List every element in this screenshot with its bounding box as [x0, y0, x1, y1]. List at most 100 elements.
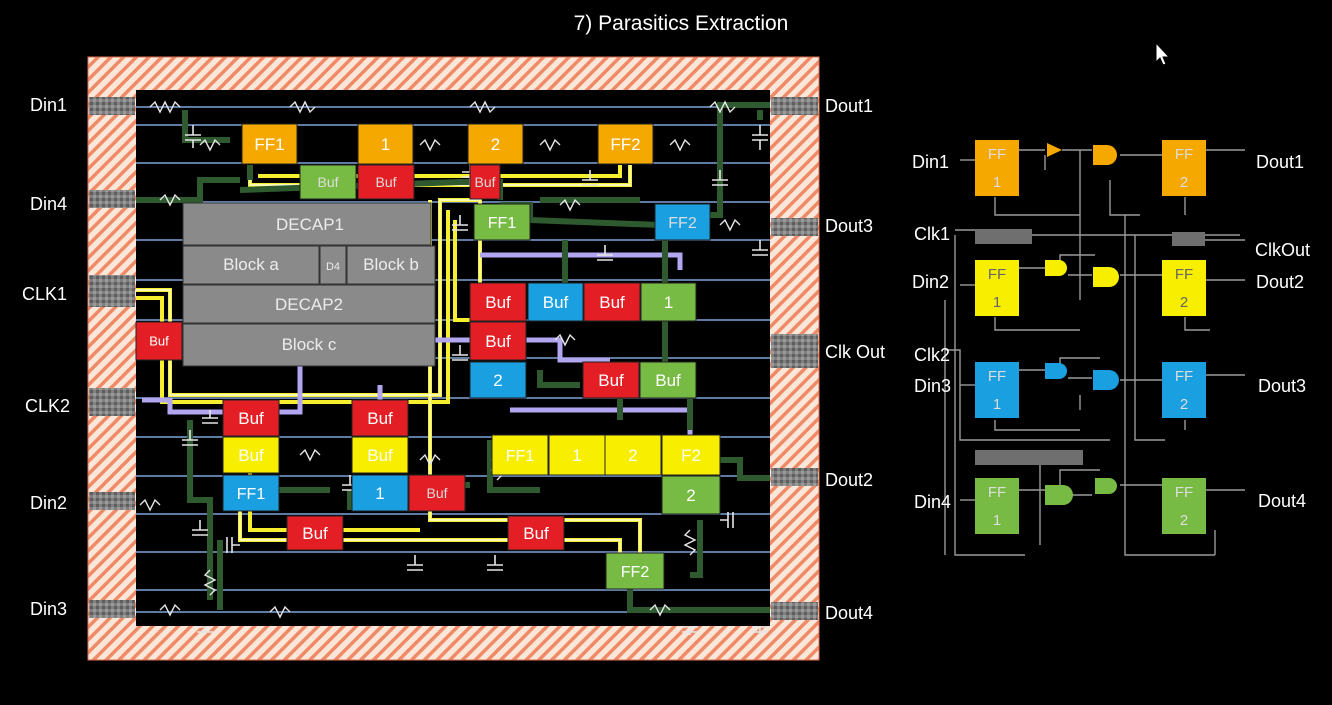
schematic-output-label: ClkOut — [1255, 240, 1310, 260]
pin-label-left: Din2 — [30, 493, 67, 513]
flip-flop-label: 1 — [993, 174, 1001, 191]
cell-label: FF2 — [621, 564, 650, 581]
cell-label: 1 — [381, 135, 390, 154]
cell-label: 1 — [664, 293, 673, 312]
cell-label: Buf — [317, 174, 338, 190]
pin-label-right: Dout3 — [825, 216, 873, 236]
decap2-label: DECAP2 — [275, 295, 343, 314]
cell-label: Buf — [543, 293, 569, 312]
cell-label: 1 — [375, 484, 384, 503]
cell-label: Buf — [302, 524, 328, 543]
schematic-input-label: Clk2 — [914, 345, 950, 365]
cell-label: 2 — [628, 446, 637, 465]
pin-clkout — [771, 334, 818, 368]
cell-label: Buf — [238, 409, 264, 428]
schematic-input-label: Din4 — [914, 492, 951, 512]
pin-label-left: CLK1 — [22, 284, 67, 304]
cell-label: Buf — [367, 409, 393, 428]
pin-din3 — [89, 600, 135, 618]
cell-label: Buf — [474, 174, 495, 190]
cell-label: FF2 — [668, 215, 697, 232]
flip-flop-label: 2 — [1180, 294, 1188, 311]
cell-label: Buf — [426, 485, 447, 501]
and-gate-icon — [1093, 267, 1119, 287]
pin-dout2 — [771, 468, 818, 486]
clock-buffer — [975, 450, 1083, 465]
schematic: FF1FF2FF1FF2FF1FF2FF1FF2 Din1 Clk1 Din2 … — [912, 140, 1310, 555]
pin-label-right: Dout4 — [825, 603, 873, 623]
flip-flop-label: FF — [1175, 146, 1193, 163]
clock-buffer — [1172, 232, 1205, 246]
pin-label-right: Clk Out — [825, 342, 885, 362]
pin-dout1 — [771, 97, 818, 115]
cell-label: 1 — [572, 446, 581, 465]
block-a-label: Block a — [223, 255, 279, 274]
block-b-label: Block b — [363, 255, 419, 274]
cell-label: FF2 — [610, 135, 640, 154]
flip-flop-label: 1 — [993, 512, 1001, 529]
pin-label-left: Din1 — [30, 95, 67, 115]
cell-label: FF1 — [254, 135, 284, 154]
cell-label: 2 — [491, 135, 500, 154]
schematic-output-label: Dout2 — [1256, 272, 1304, 292]
cell-label: Buf — [149, 334, 169, 349]
and-gate-icon — [1093, 145, 1117, 165]
cell-label: F2 — [681, 446, 701, 465]
pin-din1 — [89, 97, 135, 115]
pin-dout4 — [771, 602, 818, 620]
pin-clk1 — [89, 275, 135, 307]
flip-flop-label: 1 — [993, 396, 1001, 413]
flip-flop-label: FF — [988, 266, 1006, 283]
schematic-input-label: Din2 — [912, 272, 949, 292]
flip-flop-label: FF — [1175, 368, 1193, 385]
flip-flop-label: FF — [988, 368, 1006, 385]
cell-label: 2 — [686, 486, 695, 505]
cell-label: Buf — [367, 446, 393, 465]
pin-label-left: Din4 — [30, 194, 67, 214]
schematic-output-label: Dout1 — [1256, 152, 1304, 172]
and-gate-icon — [1093, 370, 1119, 390]
flip-flop-label: FF — [988, 484, 1006, 501]
flip-flops: FF1FF2FF1FF2FF1FF2FF1FF2 — [975, 140, 1206, 534]
cell-label: Buf — [485, 332, 511, 351]
cell-label: FF1 — [488, 215, 517, 232]
cell-label: Buf — [523, 524, 549, 543]
pin-din2 — [89, 492, 135, 510]
and-gate-icon — [1045, 485, 1073, 505]
schematic-input-label: Din1 — [912, 152, 949, 172]
decap1-label: DECAP1 — [276, 215, 344, 234]
macro-blocks: DECAP1 Block a D4 Block b DECAP2 Block c — [183, 203, 435, 366]
cell-label: Buf — [238, 446, 264, 465]
flip-flop-label: 2 — [1180, 174, 1188, 191]
cell-label: Buf — [598, 371, 624, 390]
schematic-output-label: Dout3 — [1258, 376, 1306, 396]
pin-din4 — [89, 190, 135, 208]
pin-clk2 — [89, 388, 135, 416]
cell-label: Buf — [485, 293, 511, 312]
pin-label-left: Din3 — [30, 599, 67, 619]
mouse-cursor-icon — [1156, 43, 1169, 65]
pin-dout3 — [771, 218, 818, 236]
schematic-labels: Din1 Clk1 Din2 Clk2 Din3 Din4 Dout1 ClkO… — [912, 152, 1310, 512]
schematic-output-label: Dout4 — [1258, 491, 1306, 511]
cell-label: FF1 — [506, 448, 535, 465]
flip-flop-label: FF — [988, 146, 1006, 163]
schematic-input-label: Din3 — [914, 376, 951, 396]
schematic-input-label: Clk1 — [914, 224, 950, 244]
and-gate-icon — [1045, 363, 1067, 379]
flip-flop-label: FF — [1175, 484, 1193, 501]
flip-flop-label: 1 — [993, 294, 1001, 311]
cell-label: Buf — [599, 293, 625, 312]
pin-label-left: CLK2 — [25, 396, 70, 416]
buffer-gate-icon — [1047, 143, 1062, 157]
cell-label: Buf — [655, 371, 681, 390]
clock-buffer — [975, 229, 1032, 244]
cell-label: 2 — [493, 371, 502, 390]
flip-flop-label: 2 — [1180, 396, 1188, 413]
cell-label: Buf — [375, 174, 396, 190]
chip-layout: DECAP1 Block a D4 Block b DECAP2 Block c… — [22, 57, 885, 660]
d4-label: D4 — [326, 261, 340, 273]
flip-flop-label: FF — [1175, 266, 1193, 283]
